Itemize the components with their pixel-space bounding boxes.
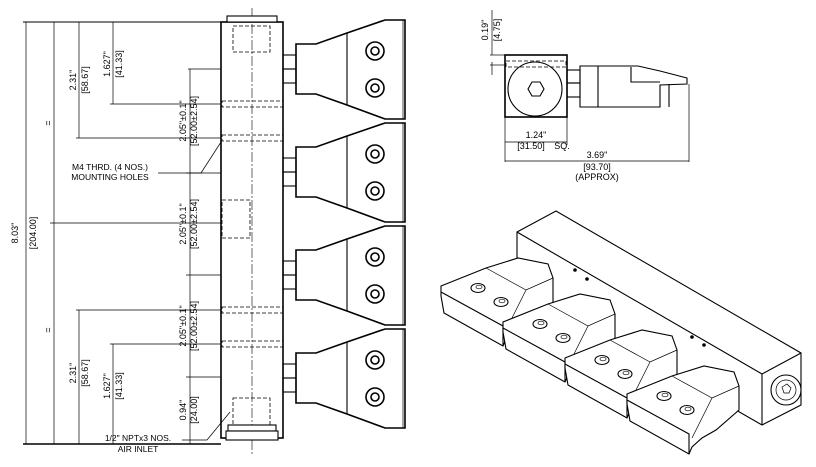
side-length-note: (APPROX)	[575, 172, 619, 182]
nozzle	[282, 122, 406, 223]
equal-mark-bottom: =	[43, 327, 53, 332]
screw-hole-icon	[365, 387, 385, 407]
screw-hole-icon	[365, 350, 385, 370]
top-2-31-in: 2.31"	[68, 70, 78, 91]
iso-end-port	[770, 374, 802, 406]
iso-screw-icon	[594, 354, 610, 366]
iso-screw-icon	[555, 332, 571, 344]
screw-hole-icon	[365, 78, 385, 98]
nozzle-stem	[282, 157, 297, 173]
equal-mark-top: =	[43, 120, 53, 125]
side-width-mm: [31.50]	[517, 141, 545, 151]
mounting-callout-line1: M4 THRD. (4 NOS.)	[72, 162, 148, 172]
front-view	[220, 8, 406, 454]
side-length-mm: [93.70]	[583, 162, 611, 172]
iso-screw-icon	[679, 404, 695, 416]
port-circle	[507, 61, 563, 117]
isometric-view	[440, 210, 802, 455]
top-2-31-mm: [58.67]	[80, 66, 90, 94]
side-length-in: 3.69"	[587, 150, 608, 160]
nozzle-stem	[282, 274, 297, 290]
pitch-3-in: 2.05"±0.1"	[178, 305, 188, 346]
screw-hole-icon	[365, 247, 385, 267]
iso-screw-icon	[656, 390, 672, 402]
inlet-callout-line1: 1/2" NPTx3 NOS.	[105, 433, 171, 443]
overall-height-in: 8.03"	[10, 223, 20, 244]
front-dimension-text: 8.03" [204.00] = = 2.31" [58.67] 1.627" …	[10, 50, 199, 454]
screw-hole-icon	[365, 144, 385, 164]
pitch-1-mm: [52.00±2.54]	[189, 96, 199, 146]
pitch-2-in: 2.05"±0.1"	[178, 203, 188, 244]
top-1-627-mm: [41.33]	[114, 50, 124, 78]
nozzle	[282, 225, 406, 326]
nozzle	[282, 19, 406, 120]
end-dim-in: 0.94"	[178, 400, 188, 421]
mounting-holes	[221, 100, 284, 348]
bottom-air-inlet-fitting	[225, 397, 279, 441]
nozzle-stem	[282, 377, 297, 393]
pitch-2-mm: [52.00±2.54]	[189, 199, 199, 249]
side-body	[504, 54, 568, 118]
nozzle-side	[579, 65, 688, 108]
nozzle-body	[295, 328, 406, 429]
nozzle-body	[295, 225, 406, 326]
pitch-1-in: 2.05"±0.1"	[178, 100, 188, 141]
end-dim-mm: [24.00]	[189, 396, 199, 424]
nozzle-stem	[282, 171, 297, 187]
top-1-627-in: 1.627"	[102, 51, 112, 77]
bottom-2-31-mm: [58.67]	[80, 359, 90, 387]
side-width-in: 1.24"	[526, 130, 547, 140]
iso-screw-icon	[532, 318, 548, 330]
side-top-dim-mm: [4.75]	[492, 19, 502, 42]
nozzle-stem	[282, 68, 297, 84]
nozzle	[282, 328, 406, 429]
bottom-1-627-in: 1.627"	[102, 373, 112, 399]
bottom-2-31-in: 2.31"	[68, 363, 78, 384]
nozzle-stem	[282, 260, 297, 276]
mounting-callout-line2: MOUNTING HOLES	[71, 172, 149, 182]
iso-nozzle	[626, 365, 740, 455]
nozzle-stem	[282, 363, 297, 379]
side-top-dim-in: 0.19"	[480, 20, 490, 41]
iso-screw-icon	[493, 296, 509, 308]
side-view: 0.19" [4.75] 1.24" [31.50] SQ. 3.69" [93…	[480, 10, 690, 182]
pitch-3-mm: [52.00±2.54]	[189, 301, 199, 351]
nozzle-body	[295, 122, 406, 223]
bottom-1-627-mm: [41.33]	[114, 372, 124, 400]
screw-hole-icon	[365, 284, 385, 304]
inlet-callout-line2: AIR INLET	[118, 444, 159, 454]
nozzle-body	[295, 19, 406, 120]
nozzle-stem	[282, 54, 297, 70]
screw-hole-icon	[365, 181, 385, 201]
middle-port-hidden	[221, 199, 251, 239]
iso-screw-icon	[470, 282, 486, 294]
screw-hole-icon	[365, 41, 385, 61]
overall-height-mm: [204.00]	[28, 217, 38, 250]
front-dimensions	[23, 21, 231, 445]
top-air-inlet-fitting	[226, 15, 278, 53]
iso-screw-icon	[617, 368, 633, 380]
side-width-suffix: SQ.	[554, 141, 570, 151]
hex-socket-icon	[527, 81, 545, 97]
